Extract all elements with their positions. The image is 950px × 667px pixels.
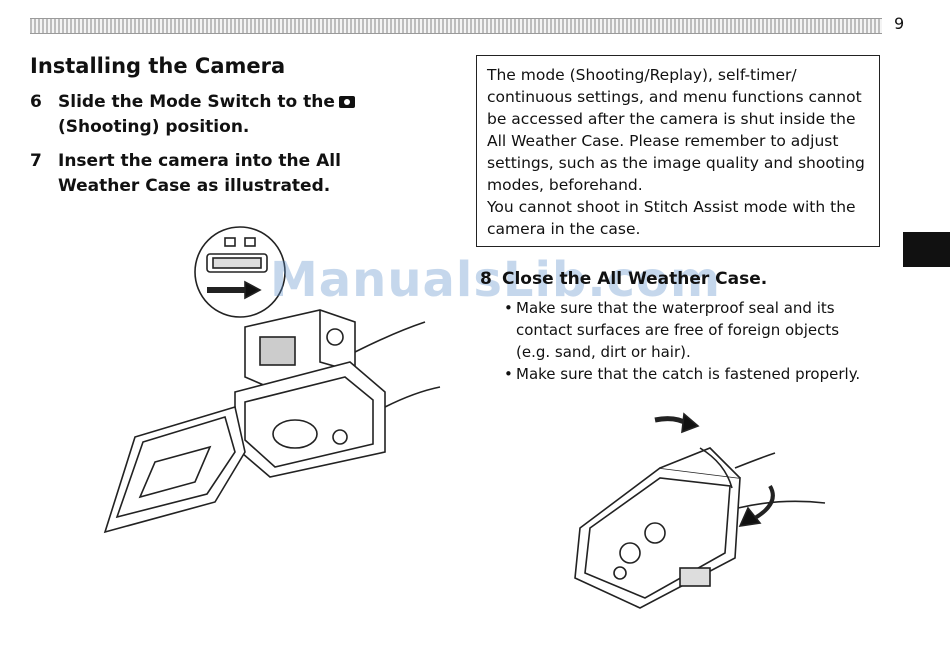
step-number: 7 — [30, 151, 42, 171]
notice-paragraph: The mode (Shooting/Replay), self-timer/ … — [487, 66, 865, 194]
step-number: 8 — [480, 269, 492, 289]
camera-icon — [338, 96, 355, 108]
section-title: Installing the Camera — [30, 54, 286, 78]
step-number: 6 — [30, 92, 42, 112]
notice-paragraph: You cannot shoot in Stitch Assist mode w… — [487, 198, 856, 238]
step-text: Close the All Weather Case. — [502, 269, 768, 289]
case-closing-illustration — [574, 412, 826, 609]
notice-box: The mode (Shooting/Replay), self-timer/ … — [476, 55, 880, 247]
step-8-bullets: Make sure that the waterproof seal and i… — [504, 297, 874, 385]
page-number: 9 — [894, 14, 905, 33]
bullet-item: Make sure that the catch is fastened pro… — [504, 363, 874, 385]
step-text: Slide the Mode Switch to the (Shooting) … — [58, 90, 418, 140]
camera-insertion-illustration — [103, 226, 441, 534]
bullet-item: Make sure that the waterproof seal and i… — [504, 297, 874, 363]
step-text: Insert the camera into the All Weather C… — [58, 151, 341, 196]
header-decorative-bar — [30, 18, 882, 34]
chapter-tab-marker — [903, 232, 950, 267]
